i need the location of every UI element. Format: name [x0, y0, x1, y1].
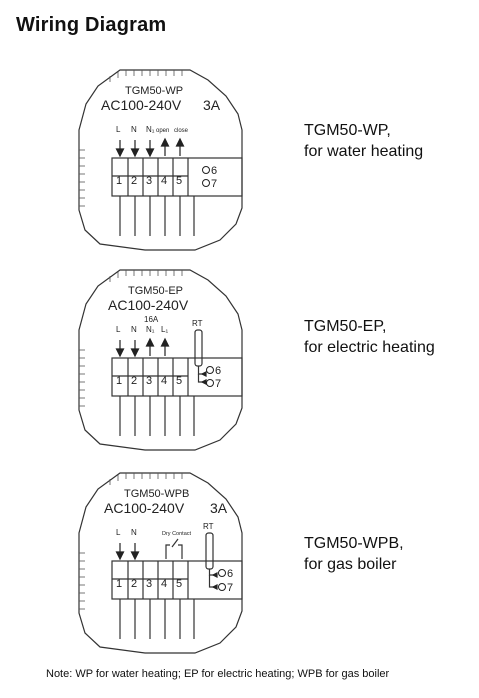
terminal-block — [111, 157, 243, 197]
sensor-label: RT — [192, 319, 203, 328]
thermostat-wp-schematic: TGM50-WP AC100-240V 3A L N N₁ open close… — [78, 69, 243, 251]
voltage-label: AC100-240V — [104, 500, 185, 516]
terminal-n-label: N — [131, 325, 137, 334]
terminal-number-5: 5 — [176, 578, 182, 590]
terminal-number-2: 2 — [131, 375, 137, 387]
terminal-open-label: open — [156, 128, 169, 134]
terminal-l-label: L — [116, 325, 121, 334]
output-7-label: 7 — [227, 582, 233, 594]
label-usage: for water heating — [304, 143, 424, 160]
output-7-label: 7 — [215, 378, 221, 390]
terminal-close-label: close — [174, 128, 189, 134]
model-name: TGM50-WP — [125, 85, 183, 97]
footnote: Note: WP for water heating; EP for elect… — [46, 668, 390, 680]
sensor-probe — [205, 532, 214, 570]
terminal-block — [111, 357, 243, 397]
output-6-label: 6 — [215, 365, 221, 377]
terminal-block — [111, 560, 243, 600]
terminal-number-2: 2 — [131, 175, 137, 187]
sensor-probe — [194, 329, 203, 367]
diagram-label: TGM50-WPB, for gas boiler — [304, 533, 404, 575]
terminal-number-2: 2 — [131, 578, 137, 590]
output-7-label: 7 — [211, 178, 217, 190]
terminal-n-label: N — [131, 125, 137, 134]
rating-label: 16A — [144, 315, 159, 324]
label-usage: for gas boiler — [304, 556, 397, 573]
sensor-label: RT — [203, 522, 214, 531]
current-label: 3A — [203, 97, 221, 113]
terminal-number-4: 4 — [161, 175, 167, 187]
label-model: TGM50-WP, — [304, 122, 391, 139]
terminal-l1-label: L₁ — [161, 325, 168, 334]
page-title: Wiring Diagram — [16, 14, 167, 36]
current-label: 3A — [210, 500, 228, 516]
terminal-number-4: 4 — [161, 375, 167, 387]
terminal-l-label: L — [116, 528, 121, 537]
dry-contact-label: Dry Contact — [162, 531, 192, 537]
wiring-diagram-wp: TGM50-WP AC100-240V 3A L N N₁ open close… — [0, 60, 479, 251]
diagram-label: TGM50-EP, for electric heating — [304, 316, 435, 358]
label-model: TGM50-WPB, — [304, 535, 404, 552]
wiring-diagram-wpb: TGM50-WPB AC100-240V 3A RT Dry Contact L… — [0, 463, 479, 654]
model-name: TGM50-EP — [128, 285, 183, 297]
label-model: TGM50-EP, — [304, 318, 387, 335]
dry-contact-switch — [165, 538, 183, 559]
output-6-label: 6 — [227, 568, 233, 580]
terminal-number-1: 1 — [116, 578, 122, 590]
device-outline — [78, 269, 243, 451]
terminal-number-5: 5 — [176, 175, 182, 187]
terminal-number-1: 1 — [116, 175, 122, 187]
thermostat-wpb-schematic: TGM50-WPB AC100-240V 3A RT Dry Contact L… — [78, 472, 243, 654]
terminal-number-3: 3 — [146, 375, 152, 387]
diagram-label: TGM50-WP, for water heating — [304, 120, 423, 162]
terminal-number-1: 1 — [116, 375, 122, 387]
voltage-label: AC100-240V — [108, 297, 189, 313]
terminal-number-3: 3 — [146, 578, 152, 590]
output-6-label: 6 — [211, 165, 217, 177]
voltage-label: AC100-240V — [101, 97, 182, 113]
terminal-n-label: N — [131, 528, 137, 537]
wiring-diagram-ep: TGM50-EP AC100-240V 16A RT L N N₁ L₁ 1 2… — [0, 260, 479, 451]
terminal-number-5: 5 — [176, 375, 182, 387]
terminal-number-3: 3 — [146, 175, 152, 187]
device-outline — [78, 472, 243, 654]
model-name: TGM50-WPB — [124, 488, 189, 500]
terminal-n1-label: N₁ — [146, 325, 155, 334]
terminal-number-4: 4 — [161, 578, 167, 590]
thermostat-ep-schematic: TGM50-EP AC100-240V 16A RT L N N₁ L₁ 1 2… — [78, 269, 243, 451]
terminal-n1-label: N₁ — [146, 125, 155, 134]
device-outline — [78, 69, 243, 251]
label-usage: for electric heating — [304, 339, 435, 356]
terminal-l-label: L — [116, 125, 121, 134]
